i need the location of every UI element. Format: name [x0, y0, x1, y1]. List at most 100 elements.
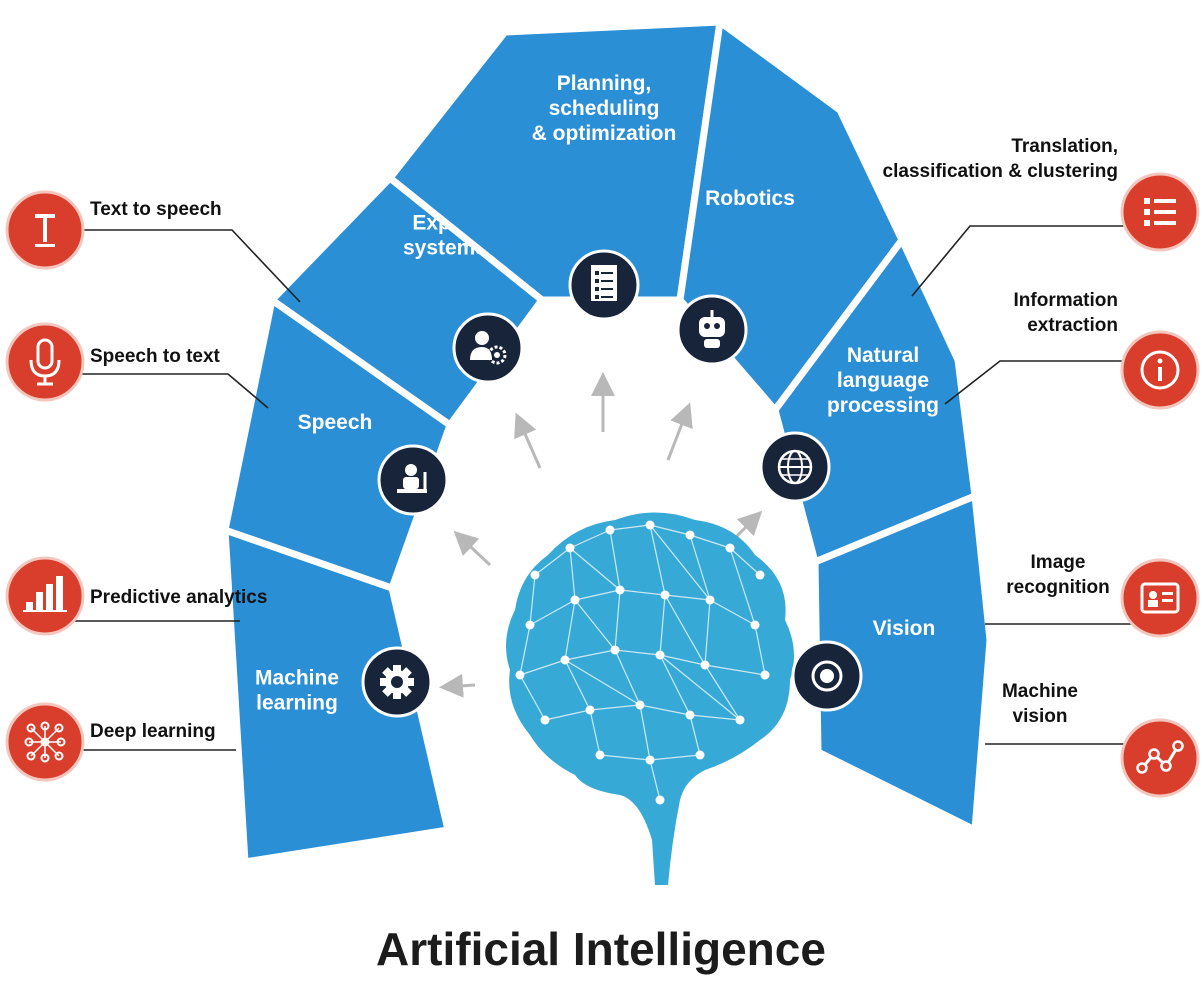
connector-line	[70, 373, 269, 409]
id-card-icon	[1120, 558, 1200, 638]
brain-link	[534, 547, 571, 576]
brain-node	[585, 705, 595, 715]
neural-network-icon	[5, 702, 85, 782]
label-information-extraction: extraction	[1027, 315, 1118, 336]
segment-label: Planning,	[557, 72, 652, 95]
brain-link	[609, 529, 621, 591]
segments-layer: MachinelearningSpeechExpertsystemsPlanni…	[220, 15, 994, 867]
brain-link	[659, 654, 706, 666]
segment-label: & optimization	[532, 122, 677, 145]
label-predictive-analytics: Predictive analytics	[90, 587, 267, 608]
brain-link	[519, 624, 531, 676]
brain-link	[589, 709, 601, 756]
arrow	[439, 673, 476, 698]
brain-node	[560, 655, 570, 665]
brain-node	[605, 525, 615, 535]
connector-line	[70, 229, 301, 303]
brain-node	[515, 670, 525, 680]
brain-node	[645, 755, 655, 765]
brain-link	[689, 534, 711, 601]
segment-label: language	[837, 369, 929, 392]
label-translation: classification & clustering	[883, 161, 1118, 182]
segment-label: Vision	[873, 617, 936, 640]
segment-label: processing	[827, 394, 939, 417]
segment-vision: Vision	[811, 490, 994, 836]
brain-link	[729, 547, 761, 576]
brain-illustration	[506, 512, 794, 885]
brain-link	[574, 599, 616, 651]
side-icons-layer	[5, 172, 1200, 798]
segment-label: scheduling	[549, 97, 660, 120]
brain-link	[529, 599, 576, 626]
info-icon	[1120, 330, 1200, 410]
brain-link	[529, 574, 536, 626]
brain-node	[595, 750, 605, 760]
brain-link	[754, 624, 766, 676]
label-image-recognition: recognition	[1006, 577, 1109, 598]
bar-chart-icon	[5, 556, 85, 636]
brain-link	[649, 759, 661, 801]
brain-node	[570, 595, 580, 605]
brain-link	[689, 714, 741, 721]
brain-node	[655, 795, 665, 805]
checklist-document-icon	[568, 249, 640, 321]
brain-link	[599, 754, 651, 761]
connector-line	[911, 225, 1132, 297]
arrow	[453, 530, 492, 567]
brain-link	[519, 659, 566, 676]
brain-node	[530, 570, 540, 580]
segment-label: Speech	[298, 411, 373, 434]
brain-link	[649, 524, 711, 601]
brain-link	[569, 547, 621, 591]
line-graph-icon	[1120, 718, 1200, 798]
segment-label: Robotics	[705, 187, 795, 210]
brain-link	[664, 594, 711, 601]
label-deep-learning: Deep learning	[90, 721, 216, 742]
segment-label: Machine	[255, 667, 339, 690]
brain-link	[649, 524, 691, 536]
label-machine-vision: vision	[1013, 706, 1068, 727]
brain-node	[725, 543, 735, 553]
brain-link	[704, 664, 741, 721]
brain-node	[755, 570, 765, 580]
globe-icon	[759, 431, 831, 503]
brain-silhouette	[506, 512, 794, 885]
brain-node	[655, 650, 665, 660]
connector-line	[944, 360, 1132, 405]
brain-link	[689, 534, 731, 549]
brain-node	[565, 543, 575, 553]
brain-node	[610, 645, 620, 655]
brain-link	[664, 594, 706, 666]
arrow	[514, 412, 542, 469]
icon-discs-layer	[361, 249, 863, 718]
brain-node	[645, 520, 655, 530]
brain-link	[659, 594, 666, 656]
brain-link	[519, 674, 546, 721]
brain-link	[704, 599, 711, 666]
brain-link	[614, 649, 641, 706]
speaker-podium-icon	[377, 444, 449, 516]
brain-node	[525, 620, 535, 630]
user-gear-icon	[452, 312, 524, 384]
brain-link	[564, 649, 616, 661]
brain-link	[619, 589, 666, 596]
gear-icon	[361, 646, 433, 718]
brain-node	[685, 710, 695, 720]
segment-label: Natural	[847, 344, 919, 367]
label-speech-to-text: Speech to text	[90, 346, 221, 367]
brain-link	[709, 599, 756, 626]
brain-link	[564, 599, 576, 661]
brain-link	[639, 704, 691, 716]
brain-node	[750, 620, 760, 630]
robot-icon	[676, 294, 748, 366]
brain-link	[614, 649, 661, 656]
brain-link	[639, 704, 651, 761]
brain-node	[635, 700, 645, 710]
brain-link	[729, 547, 756, 626]
brain-node	[760, 670, 770, 680]
brain-link	[569, 529, 611, 549]
brain-node	[540, 715, 550, 725]
brain-node	[700, 660, 710, 670]
connectors-layer	[70, 225, 1132, 751]
